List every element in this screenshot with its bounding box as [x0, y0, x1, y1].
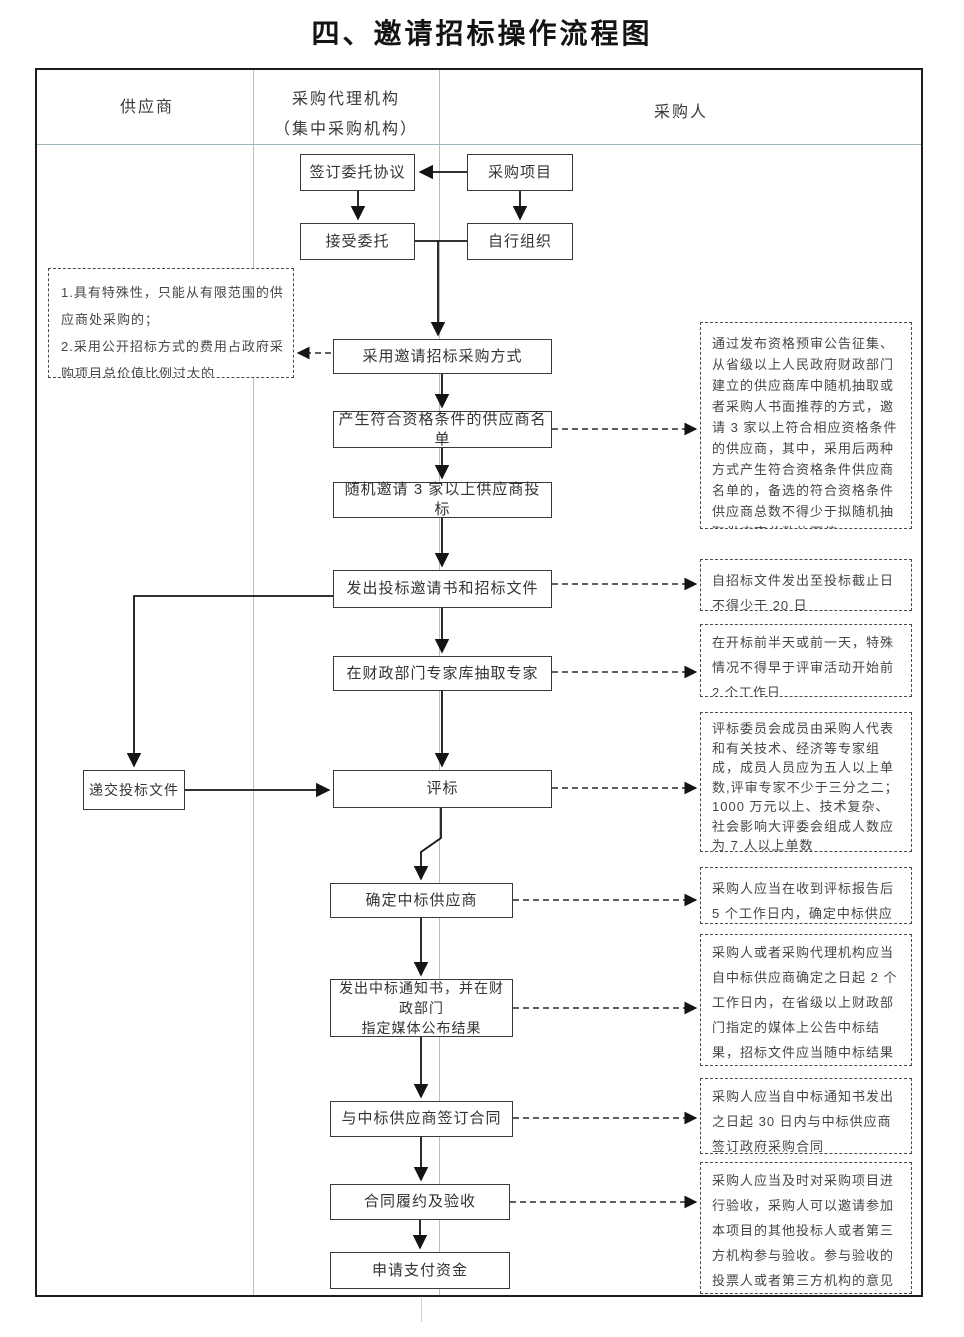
- note-special-line1: 1.具有特殊性，只能从有限范围的供应商处采购的；: [61, 285, 284, 327]
- flow-box-determine-winner: 确定中标供应商: [330, 883, 513, 918]
- flow-box-self-organize: 自行组织: [467, 223, 573, 260]
- note-result-announcement: 采购人或者采购代理机构应当自中标供应商确定之日起 2 个工作日内，在省级以上财政…: [700, 934, 912, 1066]
- flow-box-sign-contract: 与中标供应商签订合同: [330, 1101, 513, 1137]
- note-supplier-sourcing-methods: 通过发布资格预审公告征集、从省级以上人民政府财政部门建立的供应商库中随机抽取或者…: [700, 322, 912, 529]
- note-evaluation-committee: 评标委员会成员由采购人代表和有关技术、经济等专家组成，成员人员应为五人以上单数,…: [700, 712, 912, 852]
- flow-box-draw-experts: 在财政部门专家库抽取专家: [333, 656, 552, 691]
- flow-box-accept-entrustment: 接受委托: [300, 223, 415, 260]
- note-contract-within-30-days: 采购人应当自中标通知书发出之日起 30 日内与中标供应商签订政府采购合同: [700, 1078, 912, 1154]
- page-gutter-mark: [421, 1298, 422, 1322]
- flow-box-generate-supplier-list: 产生符合资格条件的供应商名单: [333, 411, 552, 448]
- flow-box-issue-invitation-documents: 发出投标邀请书和招标文件: [333, 570, 552, 608]
- flow-box-issue-award-notice: 发出中标通知书，并在财政部门 指定媒体公布结果: [330, 979, 513, 1037]
- lane-header-agency-line1: 采购代理机构: [291, 91, 400, 108]
- page-title: 四、邀请招标操作流程图: [311, 18, 653, 49]
- header-separator-line: [36, 144, 922, 145]
- flow-box-sign-agreement: 签订委托协议: [300, 154, 415, 191]
- note-special-circumstances: 1.具有特殊性，只能从有限范围的供应商处采购的； 2.采用公开招标方式的费用占政…: [48, 268, 294, 378]
- flow-box-apply-payment: 申请支付资金: [330, 1252, 510, 1289]
- flow-box-submit-bid-documents: 递交投标文件: [83, 770, 185, 810]
- lane-header-agency-line2: （集中采购机构）: [273, 121, 418, 138]
- note-winner-within-5-days: 采购人应当在收到评标报告后 5 个工作日内，确定中标供应商: [700, 867, 912, 924]
- lane-header-purchaser: 采购人: [653, 104, 708, 121]
- lane-header-supplier: 供应商: [119, 99, 174, 116]
- flow-box-random-invite-suppliers: 随机邀请 3 家以上供应商投标: [333, 481, 552, 518]
- flow-box-bid-evaluation: 评标: [333, 770, 552, 808]
- flow-box-procurement-project: 采购项目: [467, 154, 573, 191]
- flow-box-adopt-invited-bidding: 采用邀请招标采购方式: [333, 339, 552, 374]
- flowchart-frame: [35, 68, 923, 1297]
- note-acceptance-inspection: 采购人应当及时对采购项目进行验收，采购人可以邀请参加本项目的其他投标人或者第三方…: [700, 1162, 912, 1294]
- note-20-day-deadline: 自招标文件发出至投标截止日不得少于 20 日: [700, 559, 912, 611]
- note-special-line2: 2.采用公开招标方式的费用占政府采购项目总价值比例过大的: [61, 339, 284, 378]
- flow-box-contract-acceptance: 合同履约及验收: [330, 1184, 510, 1220]
- note-expert-draw-timing: 在开标前半天或前一天，特殊情况不得早于评审活动开始前 2 个工作日: [700, 624, 912, 697]
- lane-header-agency: 采购代理机构 （集中采购机构）: [253, 85, 439, 145]
